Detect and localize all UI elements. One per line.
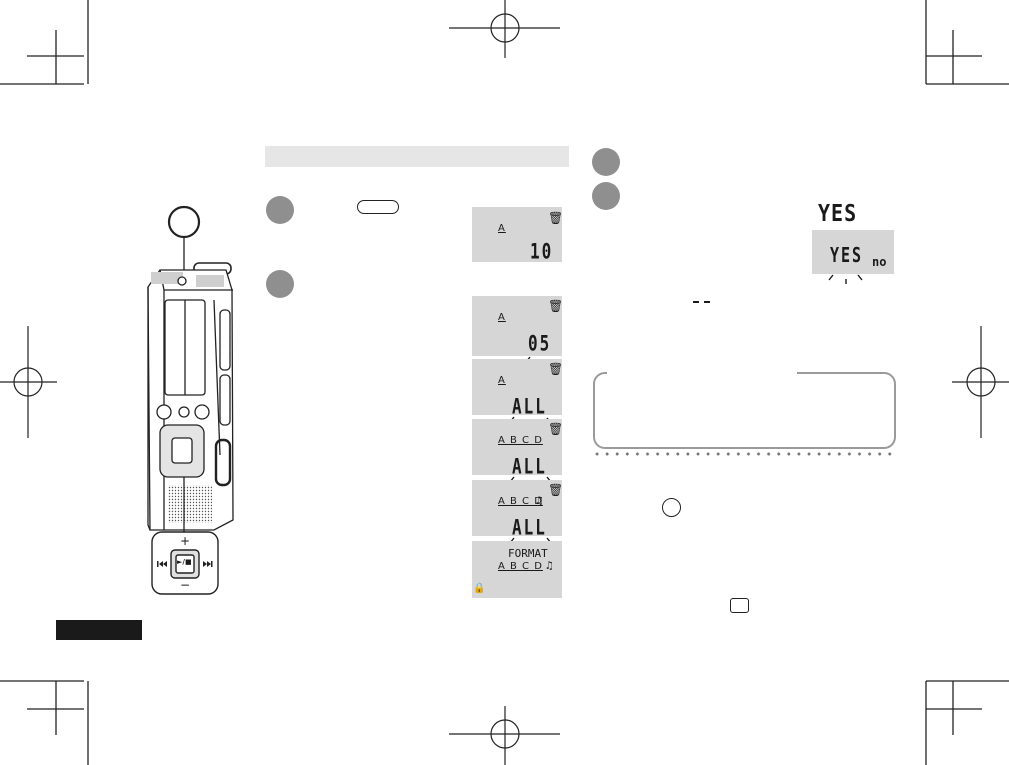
folder-labels: A B C D (498, 561, 543, 572)
lcd-display-6: FORMAT A B C D ♫ 🔒 (472, 541, 562, 598)
yes-option: YES (830, 243, 864, 268)
lcd-display-1: A 🗑 10 (472, 207, 562, 262)
yes-indicator-heading: YES (818, 199, 858, 227)
lcd-display-4: A B C D 🗑 ALL (472, 419, 562, 475)
play-pause-icon: ►/■ (177, 558, 192, 566)
crop-mark-top-right (925, 0, 1009, 85)
note-box-heading-gap (607, 364, 797, 378)
step-2-marker (266, 270, 294, 298)
trash-icon: 🗑 (548, 422, 562, 436)
button-callout-circle-icon (662, 498, 681, 517)
lcd-display-3: A 🗑 ALL (472, 359, 562, 415)
control-pad-zoom (151, 531, 219, 595)
folder-label: A (498, 223, 506, 234)
music-note-icon: ♫ (536, 494, 543, 507)
section-header-bar (265, 146, 569, 167)
key-callout-rect-icon (730, 598, 749, 613)
dotted-divider (592, 451, 895, 457)
page-number-tab (56, 620, 142, 640)
crop-mark-bottom-left (0, 680, 89, 765)
step-1-marker (266, 196, 294, 224)
registration-mark-left (0, 326, 57, 438)
trash-icon: 🗑 (548, 362, 562, 376)
lcd-yes-no-display: YES no (812, 230, 894, 274)
lcd-display-2: A 🗑 05 (472, 296, 562, 356)
music-note-icon: ♫ (546, 559, 553, 572)
registration-mark-top (449, 0, 560, 58)
file-number: 05 (528, 330, 552, 356)
trash-icon: 🗑 (548, 211, 562, 225)
trash-icon: 🗑 (548, 483, 562, 497)
skip-back-icon (157, 561, 167, 567)
trash-icon: 🗑 (548, 299, 562, 313)
folder-labels: A B C D (498, 435, 543, 446)
delete-all-indicator: ALL (512, 514, 547, 536)
no-option: no (872, 255, 887, 269)
format-label: FORMAT (508, 547, 548, 560)
lcd-display-5: A B C D ♫ 🗑 ALL (472, 480, 562, 536)
delete-all-indicator: ALL (512, 453, 547, 475)
dash-mark-left (693, 301, 699, 303)
crop-mark-bottom-right (925, 680, 1009, 765)
dash-mark-right (704, 301, 710, 303)
volume-plus-label: + (180, 534, 191, 548)
file-number: 10 (530, 238, 554, 262)
folder-labels: A B C D (498, 496, 543, 507)
note-box (593, 372, 896, 449)
folder-label: A (498, 312, 506, 323)
delete-all-indicator: ALL (512, 393, 547, 415)
voice-recorder-illustration (147, 205, 234, 532)
delete-button-pill-icon (357, 200, 399, 214)
volume-minus-label: − (180, 578, 191, 592)
folder-label: A (498, 375, 506, 386)
skip-forward-icon (203, 561, 213, 567)
crop-mark-top-left (0, 0, 89, 85)
step-3-marker (592, 148, 620, 176)
lock-icon: 🔒 (473, 583, 486, 594)
step-4-marker (592, 182, 620, 210)
registration-mark-right (952, 326, 1009, 438)
registration-mark-bottom (449, 706, 560, 765)
